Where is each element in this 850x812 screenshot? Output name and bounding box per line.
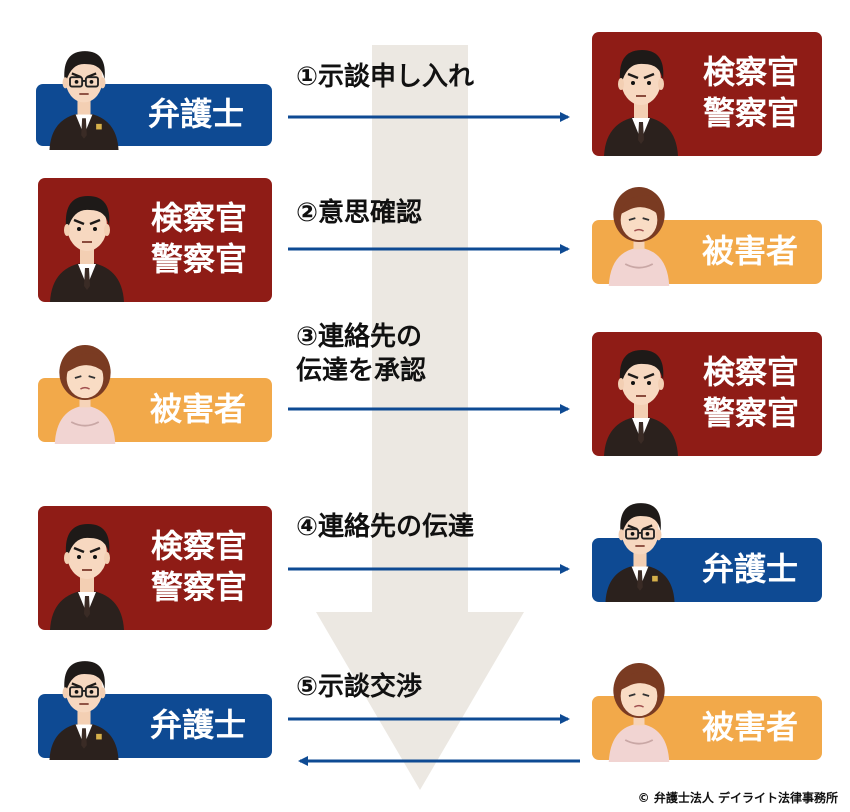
lawyer-label: 弁護士 <box>147 95 244 133</box>
woman-victim-icon <box>40 334 130 444</box>
officer-in-suit-icon-figure <box>50 524 124 630</box>
prosecutor-label: 検察官 警察官 <box>150 199 247 278</box>
officer-in-suit-icon-figure <box>50 196 124 302</box>
prosecutor-label: 検察官 警察官 <box>150 527 247 606</box>
lawyer-with-glasses-icon-figure <box>49 51 119 150</box>
prosecutor-label: 検察官 警察官 <box>702 53 799 132</box>
step-2-label: ②意思確認 <box>296 198 423 228</box>
lawyer-label: 弁護士 <box>701 550 798 588</box>
officer-in-suit-icon-figure <box>604 50 678 156</box>
lawyer-with-glasses-icon-figure <box>605 503 675 602</box>
down-flow-arrow-icon <box>316 45 524 790</box>
lawyer-with-glasses-icon-figure <box>49 661 119 760</box>
step-5-label: ⑤示談交渉 <box>296 672 423 702</box>
lawyer-with-glasses-icon <box>42 648 126 760</box>
officer-in-suit-icon <box>42 510 132 630</box>
victim-label: 被害者 <box>149 390 246 428</box>
copyright-notice: © 弁護士法人 デイライト法律事務所 <box>637 791 838 805</box>
victim-label: 被害者 <box>701 232 798 270</box>
officer-in-suit-icon <box>596 336 686 456</box>
woman-victim-icon-figure <box>608 187 670 286</box>
woman-victim-icon <box>594 176 684 286</box>
officer-in-suit-icon-figure <box>604 350 678 456</box>
woman-victim-icon <box>594 652 684 762</box>
officer-in-suit-icon <box>42 182 132 302</box>
step-4-label: ④連絡先の伝達 <box>296 512 475 542</box>
prosecutor-label: 検察官 警察官 <box>702 353 799 432</box>
woman-victim-icon-figure <box>54 345 116 444</box>
victim-label: 被害者 <box>701 708 798 746</box>
step-1-label: ①示談申し入れ <box>296 62 475 92</box>
lawyer-with-glasses-icon <box>598 490 682 602</box>
officer-in-suit-icon <box>596 36 686 156</box>
lawyer-label: 弁護士 <box>149 706 246 744</box>
step-3-label: ③連絡先の 伝達を承認 <box>296 322 427 386</box>
woman-victim-icon-figure <box>608 663 670 762</box>
lawyer-with-glasses-icon <box>42 38 126 150</box>
